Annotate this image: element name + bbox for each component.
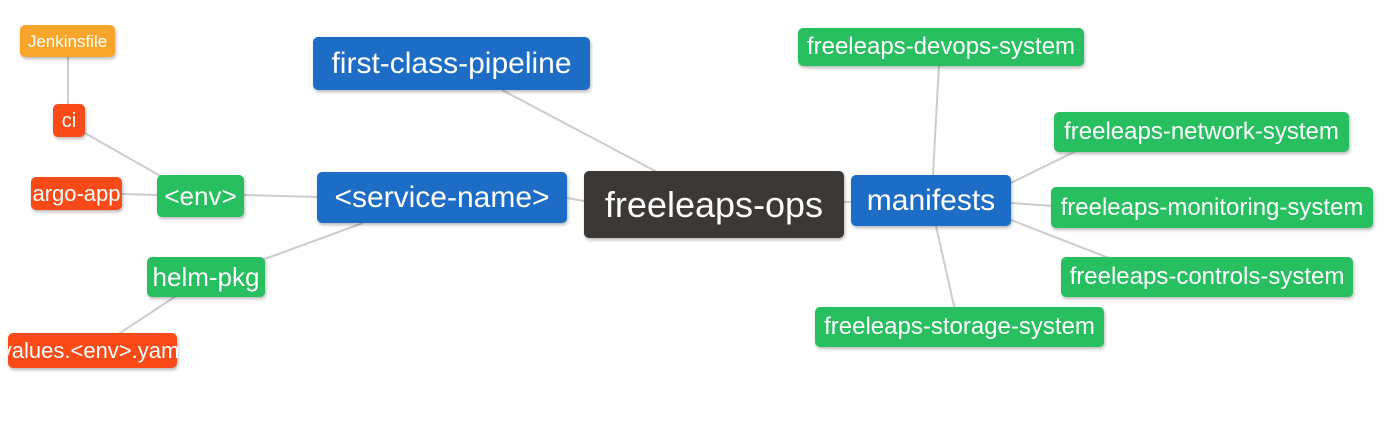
node-helm-pkg[interactable]: helm-pkg xyxy=(147,257,265,297)
node-argo-app[interactable]: argo-app xyxy=(31,177,122,210)
edge-manifests-network-system xyxy=(1010,149,1079,184)
edge-service-name-helm-pkg xyxy=(261,222,364,261)
node-first-class-pipeline[interactable]: first-class-pipeline xyxy=(313,37,590,90)
node-freeleaps-monitoring-system[interactable]: freeleaps-monitoring-system xyxy=(1051,187,1373,228)
node-freeleaps-storage-system[interactable]: freeleaps-storage-system xyxy=(815,307,1104,347)
edge-manifests-monitoring-system xyxy=(1010,202,1054,207)
node-freeleaps-controls-system[interactable]: freeleaps-controls-system xyxy=(1061,257,1353,297)
edge-env-argo-app xyxy=(121,193,158,196)
node-freeleaps-devops-system[interactable]: freeleaps-devops-system xyxy=(798,28,1084,66)
edge-service-name-env xyxy=(243,194,318,198)
node-env[interactable]: <env> xyxy=(157,175,244,217)
edge-helm-pkg-values-env-yaml xyxy=(116,295,177,336)
node-manifests[interactable]: manifests xyxy=(851,175,1011,226)
node-service-name[interactable]: <service-name> xyxy=(317,172,567,223)
node-freeleaps-ops-root[interactable]: freeleaps-ops xyxy=(584,171,844,238)
edge-freeleaps-ops-first-class-pipeline xyxy=(501,89,658,173)
node-freeleaps-network-system[interactable]: freeleaps-network-system xyxy=(1054,112,1349,152)
edge-env-ci xyxy=(82,131,165,179)
edge-freeleaps-ops-service-name xyxy=(566,197,585,202)
node-values-env-yaml[interactable]: values.<env>.yaml xyxy=(1,333,184,368)
edge-manifests-controls-system xyxy=(1010,219,1115,261)
node-jenkinsfile[interactable]: Jenkinsfile xyxy=(20,25,115,57)
edge-manifests-storage-system xyxy=(935,225,956,311)
node-ci[interactable]: ci xyxy=(53,104,85,137)
edge-manifests-devops-system xyxy=(932,63,940,176)
